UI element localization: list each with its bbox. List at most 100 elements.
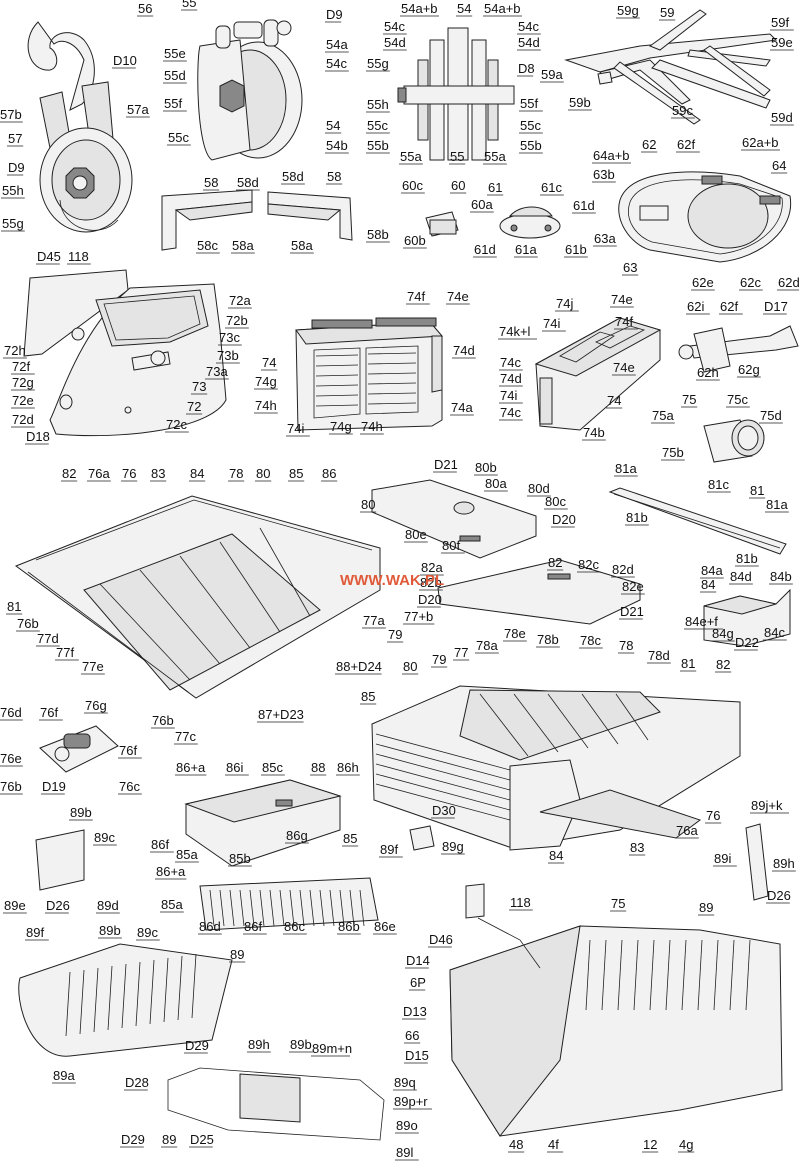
plate-82 bbox=[437, 559, 641, 625]
part-label: 86+a bbox=[156, 864, 186, 879]
part-label: 58c bbox=[197, 238, 218, 253]
part-label: 72f bbox=[12, 359, 30, 374]
part-label: 82d bbox=[612, 562, 634, 577]
plate-80 bbox=[371, 479, 537, 559]
part-label: 89d bbox=[97, 898, 119, 913]
part-label: 62h bbox=[697, 365, 719, 380]
rib-line bbox=[375, 763, 511, 801]
part-label: 59c bbox=[672, 103, 693, 118]
part-label: 80 bbox=[361, 497, 375, 512]
rib-line bbox=[681, 939, 687, 1011]
part-label: 81b bbox=[736, 551, 758, 566]
part-label: 81 bbox=[7, 599, 21, 614]
rib-line bbox=[259, 527, 311, 617]
part-label: 85b bbox=[229, 851, 251, 866]
panel89-ribs bbox=[65, 953, 197, 1037]
strap-89j bbox=[745, 823, 769, 901]
part-label: 89 bbox=[162, 1132, 176, 1147]
part-label: 4f bbox=[548, 1137, 559, 1152]
part-label: 54c bbox=[384, 19, 405, 34]
part-label: 59a bbox=[541, 67, 563, 82]
side-panel-89 bbox=[18, 943, 233, 1057]
rib-line bbox=[375, 733, 511, 771]
part-label: 89b bbox=[70, 805, 92, 820]
handle-62 bbox=[678, 325, 799, 373]
part-label: 73a bbox=[206, 364, 228, 379]
part-label: D29 bbox=[185, 1038, 209, 1053]
part-label: 55c bbox=[520, 118, 541, 133]
part-label: 85 bbox=[361, 689, 375, 704]
part-label: 54a+b bbox=[401, 1, 438, 16]
part-label: 74g bbox=[330, 419, 352, 434]
part-label: 89o bbox=[396, 1118, 418, 1133]
part-label: 55c bbox=[168, 130, 189, 145]
part-label: 86e bbox=[374, 919, 396, 934]
part-label: 74e bbox=[611, 292, 633, 307]
rib-line bbox=[319, 889, 325, 927]
part-label: 85a bbox=[176, 847, 198, 862]
part-label: D8 bbox=[518, 61, 535, 76]
box-85 bbox=[184, 779, 342, 867]
hinge-76 bbox=[39, 725, 119, 773]
part-label: 77f bbox=[56, 645, 74, 660]
part-label: 84g bbox=[712, 626, 734, 641]
rib-line bbox=[79, 969, 85, 1035]
rib-line bbox=[697, 939, 703, 1011]
part-label: 63a bbox=[594, 231, 616, 246]
part-label: 62f bbox=[677, 137, 695, 152]
part-label: 55b bbox=[520, 138, 542, 153]
part-label: 88 bbox=[311, 760, 325, 775]
part-label: 89f bbox=[26, 925, 44, 940]
part-label: D21 bbox=[620, 604, 644, 619]
part-label: 89c bbox=[137, 925, 158, 940]
rib-line bbox=[585, 939, 591, 1011]
rib-line bbox=[547, 693, 589, 749]
part-label: 89f bbox=[380, 842, 398, 857]
part-label: 48 bbox=[509, 1137, 523, 1152]
part-label: 54d bbox=[518, 35, 540, 50]
part-label: 62 bbox=[642, 137, 656, 152]
part-label: 81a bbox=[615, 461, 637, 476]
part-label: D20 bbox=[552, 512, 576, 527]
rib-line bbox=[309, 889, 315, 927]
part-label: 78d bbox=[648, 648, 670, 663]
part-label: 74f bbox=[615, 314, 633, 329]
rib-line bbox=[209, 889, 215, 927]
rib-line bbox=[339, 889, 345, 927]
part-label: 62f bbox=[720, 299, 738, 314]
part-label: 81 bbox=[681, 656, 695, 671]
rib-line bbox=[745, 939, 751, 1011]
part-label: 62c bbox=[740, 275, 761, 290]
part-label: 60c bbox=[402, 178, 423, 193]
part-label: 78c bbox=[580, 633, 601, 648]
part-label: 77c bbox=[175, 729, 196, 744]
rib-line bbox=[581, 693, 619, 745]
part-label: 80f bbox=[442, 538, 460, 553]
part-label: 74d bbox=[453, 343, 475, 358]
part-label: 55f bbox=[164, 96, 182, 111]
rib-line bbox=[315, 402, 417, 407]
part-label: 74j bbox=[556, 296, 573, 311]
rib-line bbox=[665, 939, 671, 1011]
part-label: 89 bbox=[699, 900, 713, 915]
louvers bbox=[315, 352, 417, 407]
part-label: 82c bbox=[578, 557, 599, 572]
part-label: 77d bbox=[37, 631, 59, 646]
part-label: D15 bbox=[405, 1048, 429, 1063]
part-label: 86g bbox=[286, 828, 308, 843]
part-label: D13 bbox=[403, 1004, 427, 1019]
part-label: 75d bbox=[760, 408, 782, 423]
pulley-side-view bbox=[197, 19, 303, 161]
part-label: D10 bbox=[113, 53, 137, 68]
part-label: 55 bbox=[450, 149, 464, 164]
part-label: 54a+b bbox=[484, 1, 521, 16]
part-label: 79 bbox=[432, 652, 446, 667]
part-label: 72b bbox=[226, 313, 248, 328]
part-label: 89b bbox=[290, 1037, 312, 1052]
watermark: WWW.WAK.PL bbox=[340, 572, 444, 589]
box-84 bbox=[703, 588, 791, 647]
part-label: 75 bbox=[611, 896, 625, 911]
part-label: 79 bbox=[388, 627, 402, 642]
part-label: 66 bbox=[405, 1028, 419, 1043]
part-label: 55b bbox=[367, 138, 389, 153]
